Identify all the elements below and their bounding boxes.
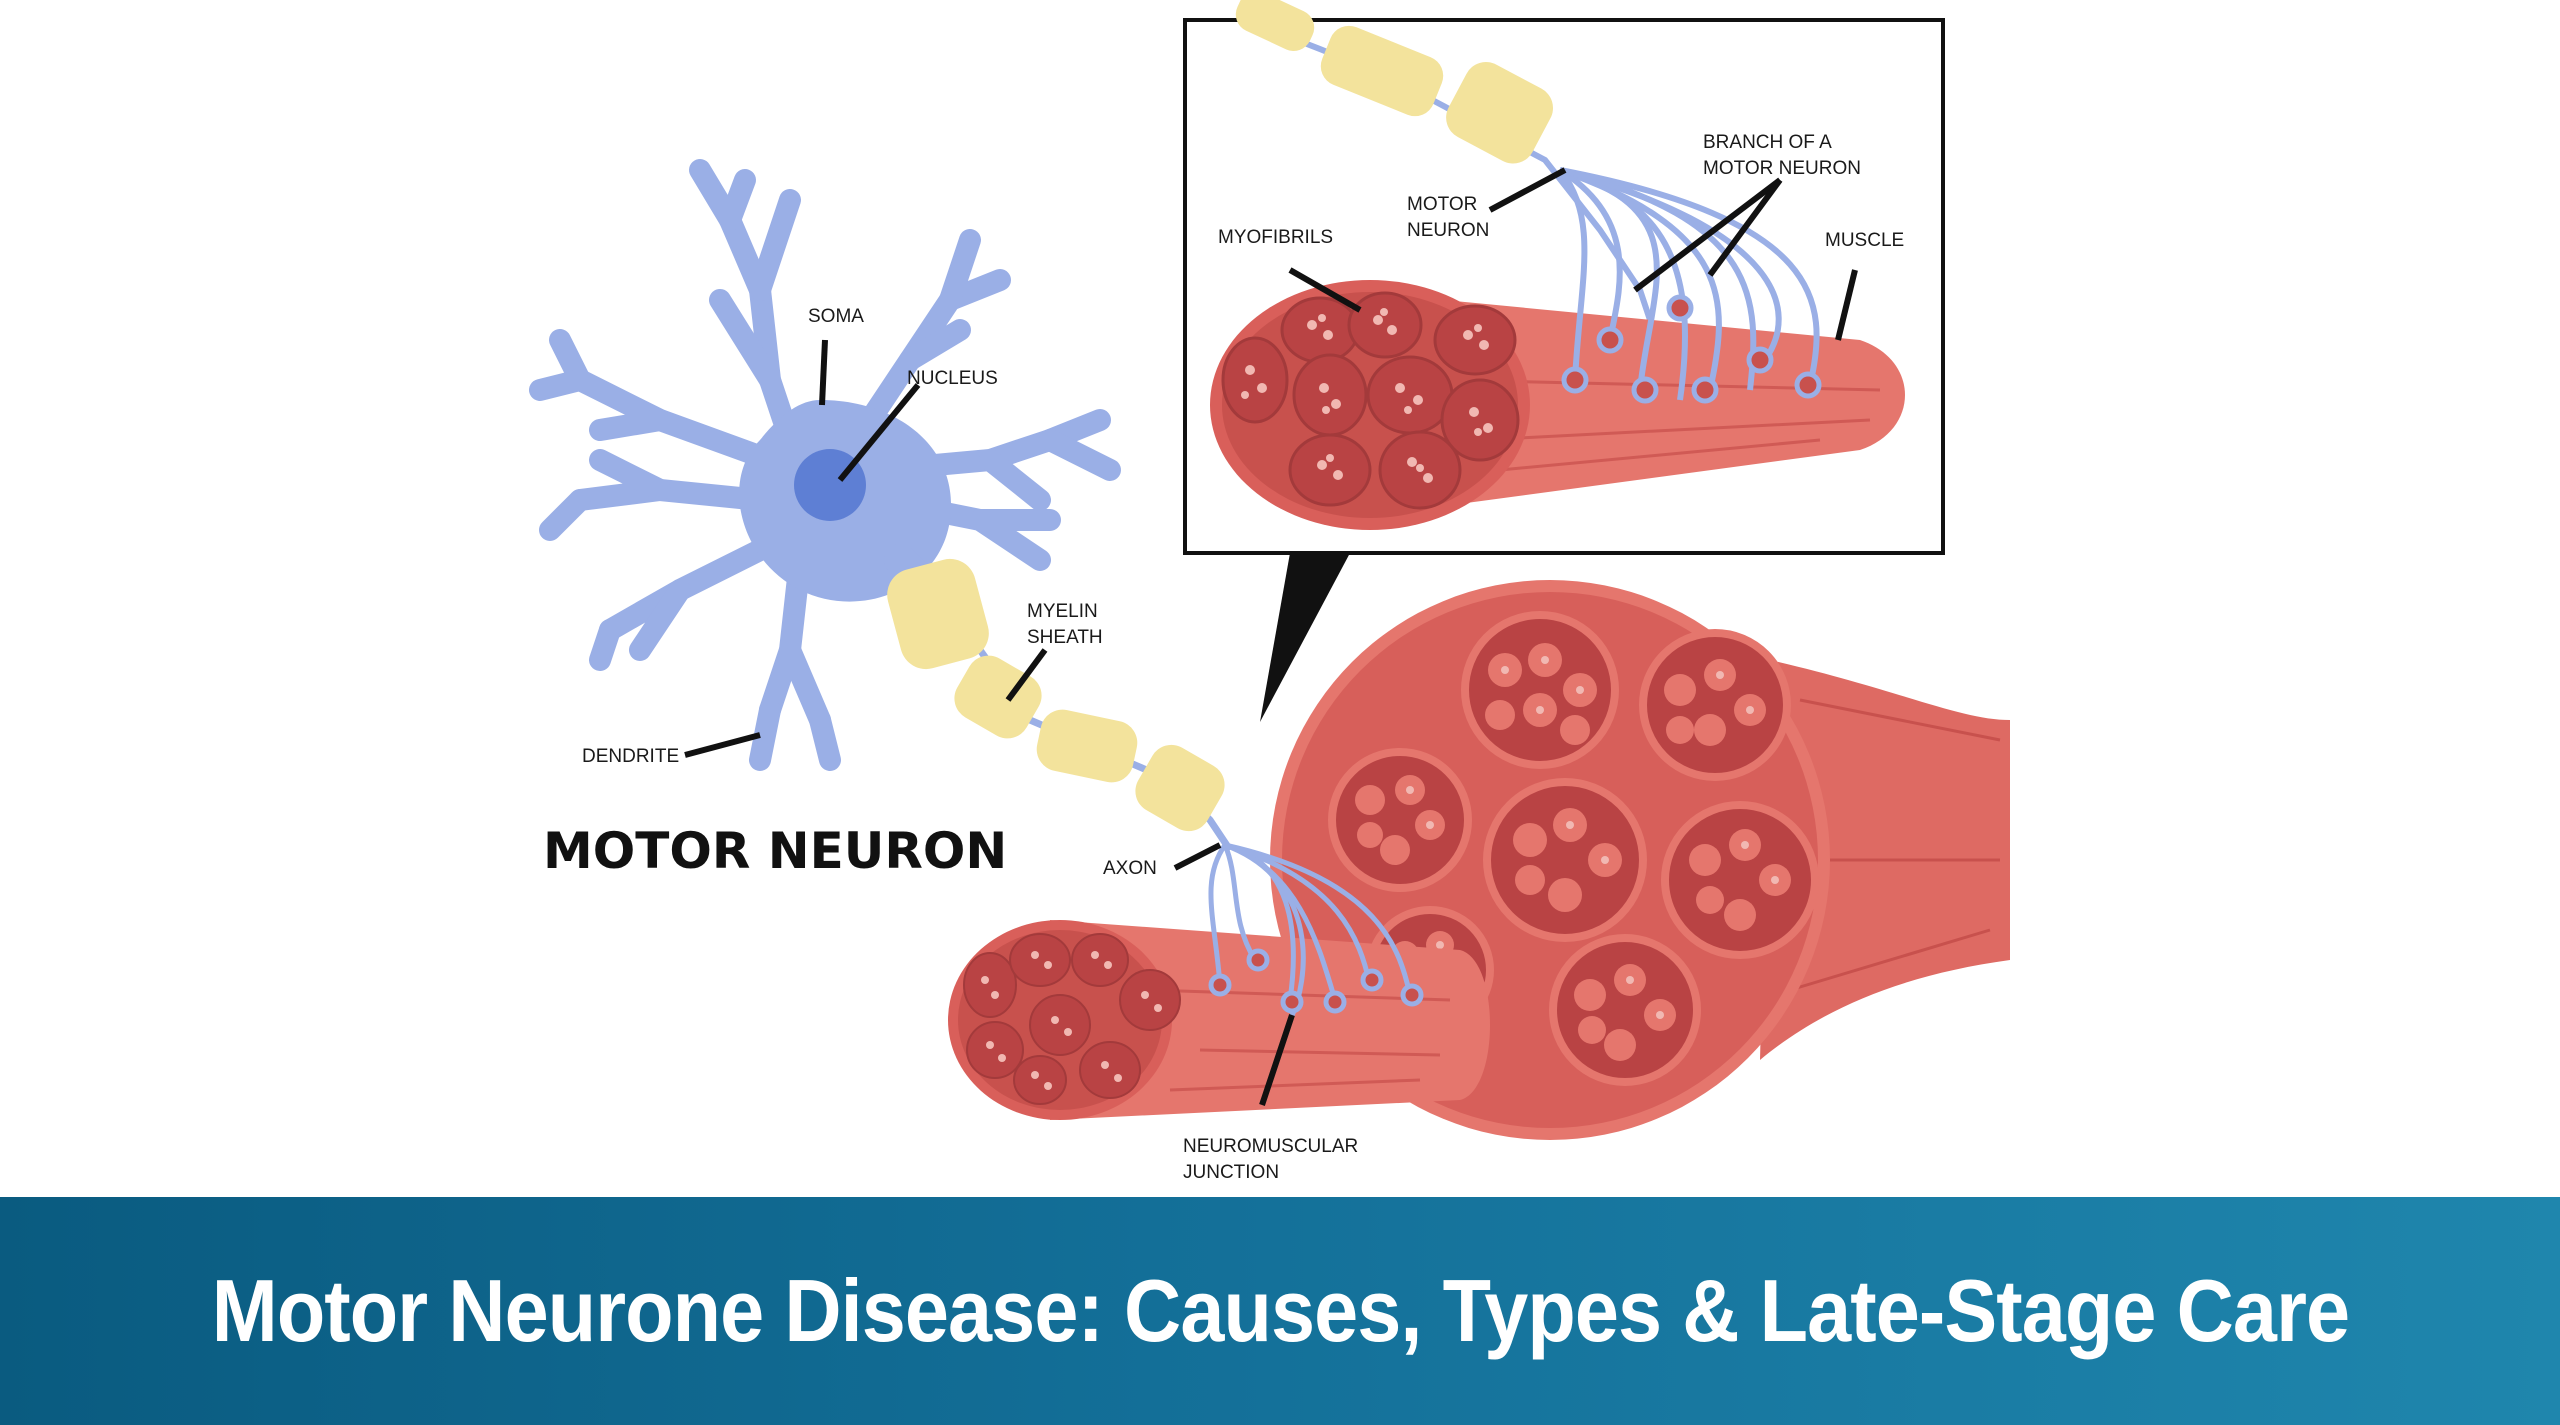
label-motor-neuron-line1: MOTOR [1407,194,1477,215]
title-banner: Motor Neurone Disease: Causes, Types & L… [0,1197,2560,1425]
label-myofibrils: MYOFIBRILS [1218,227,1333,248]
illustration-area: SOMA NUCLEUS DENDRITE MYELIN SHEATH AXON… [529,0,2010,1183]
muscle-bundle [948,580,2010,1140]
label-branch-line2: MOTOR NEURON [1703,158,1861,179]
neuromuscular-junctions [1208,948,1424,1014]
callout-pointer [1260,553,1350,722]
inset-detail [1183,0,1945,722]
diagram-title: MOTOR NEURON [543,822,1007,880]
label-motor-neuron-line2: NEURON [1407,220,1489,241]
motor-neuron-diagram: SOMA NUCLEUS DENDRITE MYELIN SHEATH AXON… [529,0,2010,1183]
axon [887,558,1233,852]
inset-myelin [1235,0,1553,164]
label-nmj-line2: JUNCTION [1183,1162,1279,1183]
myelin-sheath [887,558,1225,832]
label-nmj-line1: NEUROMUSCULAR [1183,1136,1358,1157]
label-dendrite: DENDRITE [582,746,679,767]
inset-junctions [1561,294,1822,404]
label-axon: AXON [1103,858,1157,879]
inset-branches [1557,167,1820,401]
banner-title: Motor Neurone Disease: Causes, Types & L… [211,1261,2349,1360]
label-muscle: MUSCLE [1825,230,1904,251]
label-myelin-line1: MYELIN [1027,601,1098,622]
label-soma: SOMA [808,306,864,327]
label-nucleus: NUCLEUS [907,368,998,389]
axon-branches [1208,842,1413,1022]
labels: SOMA NUCLEUS DENDRITE MYELIN SHEATH AXON… [543,132,1904,1183]
label-branch-line1: BRANCH OF A [1703,132,1832,153]
label-myelin-line2: SHEATH [1027,627,1103,648]
